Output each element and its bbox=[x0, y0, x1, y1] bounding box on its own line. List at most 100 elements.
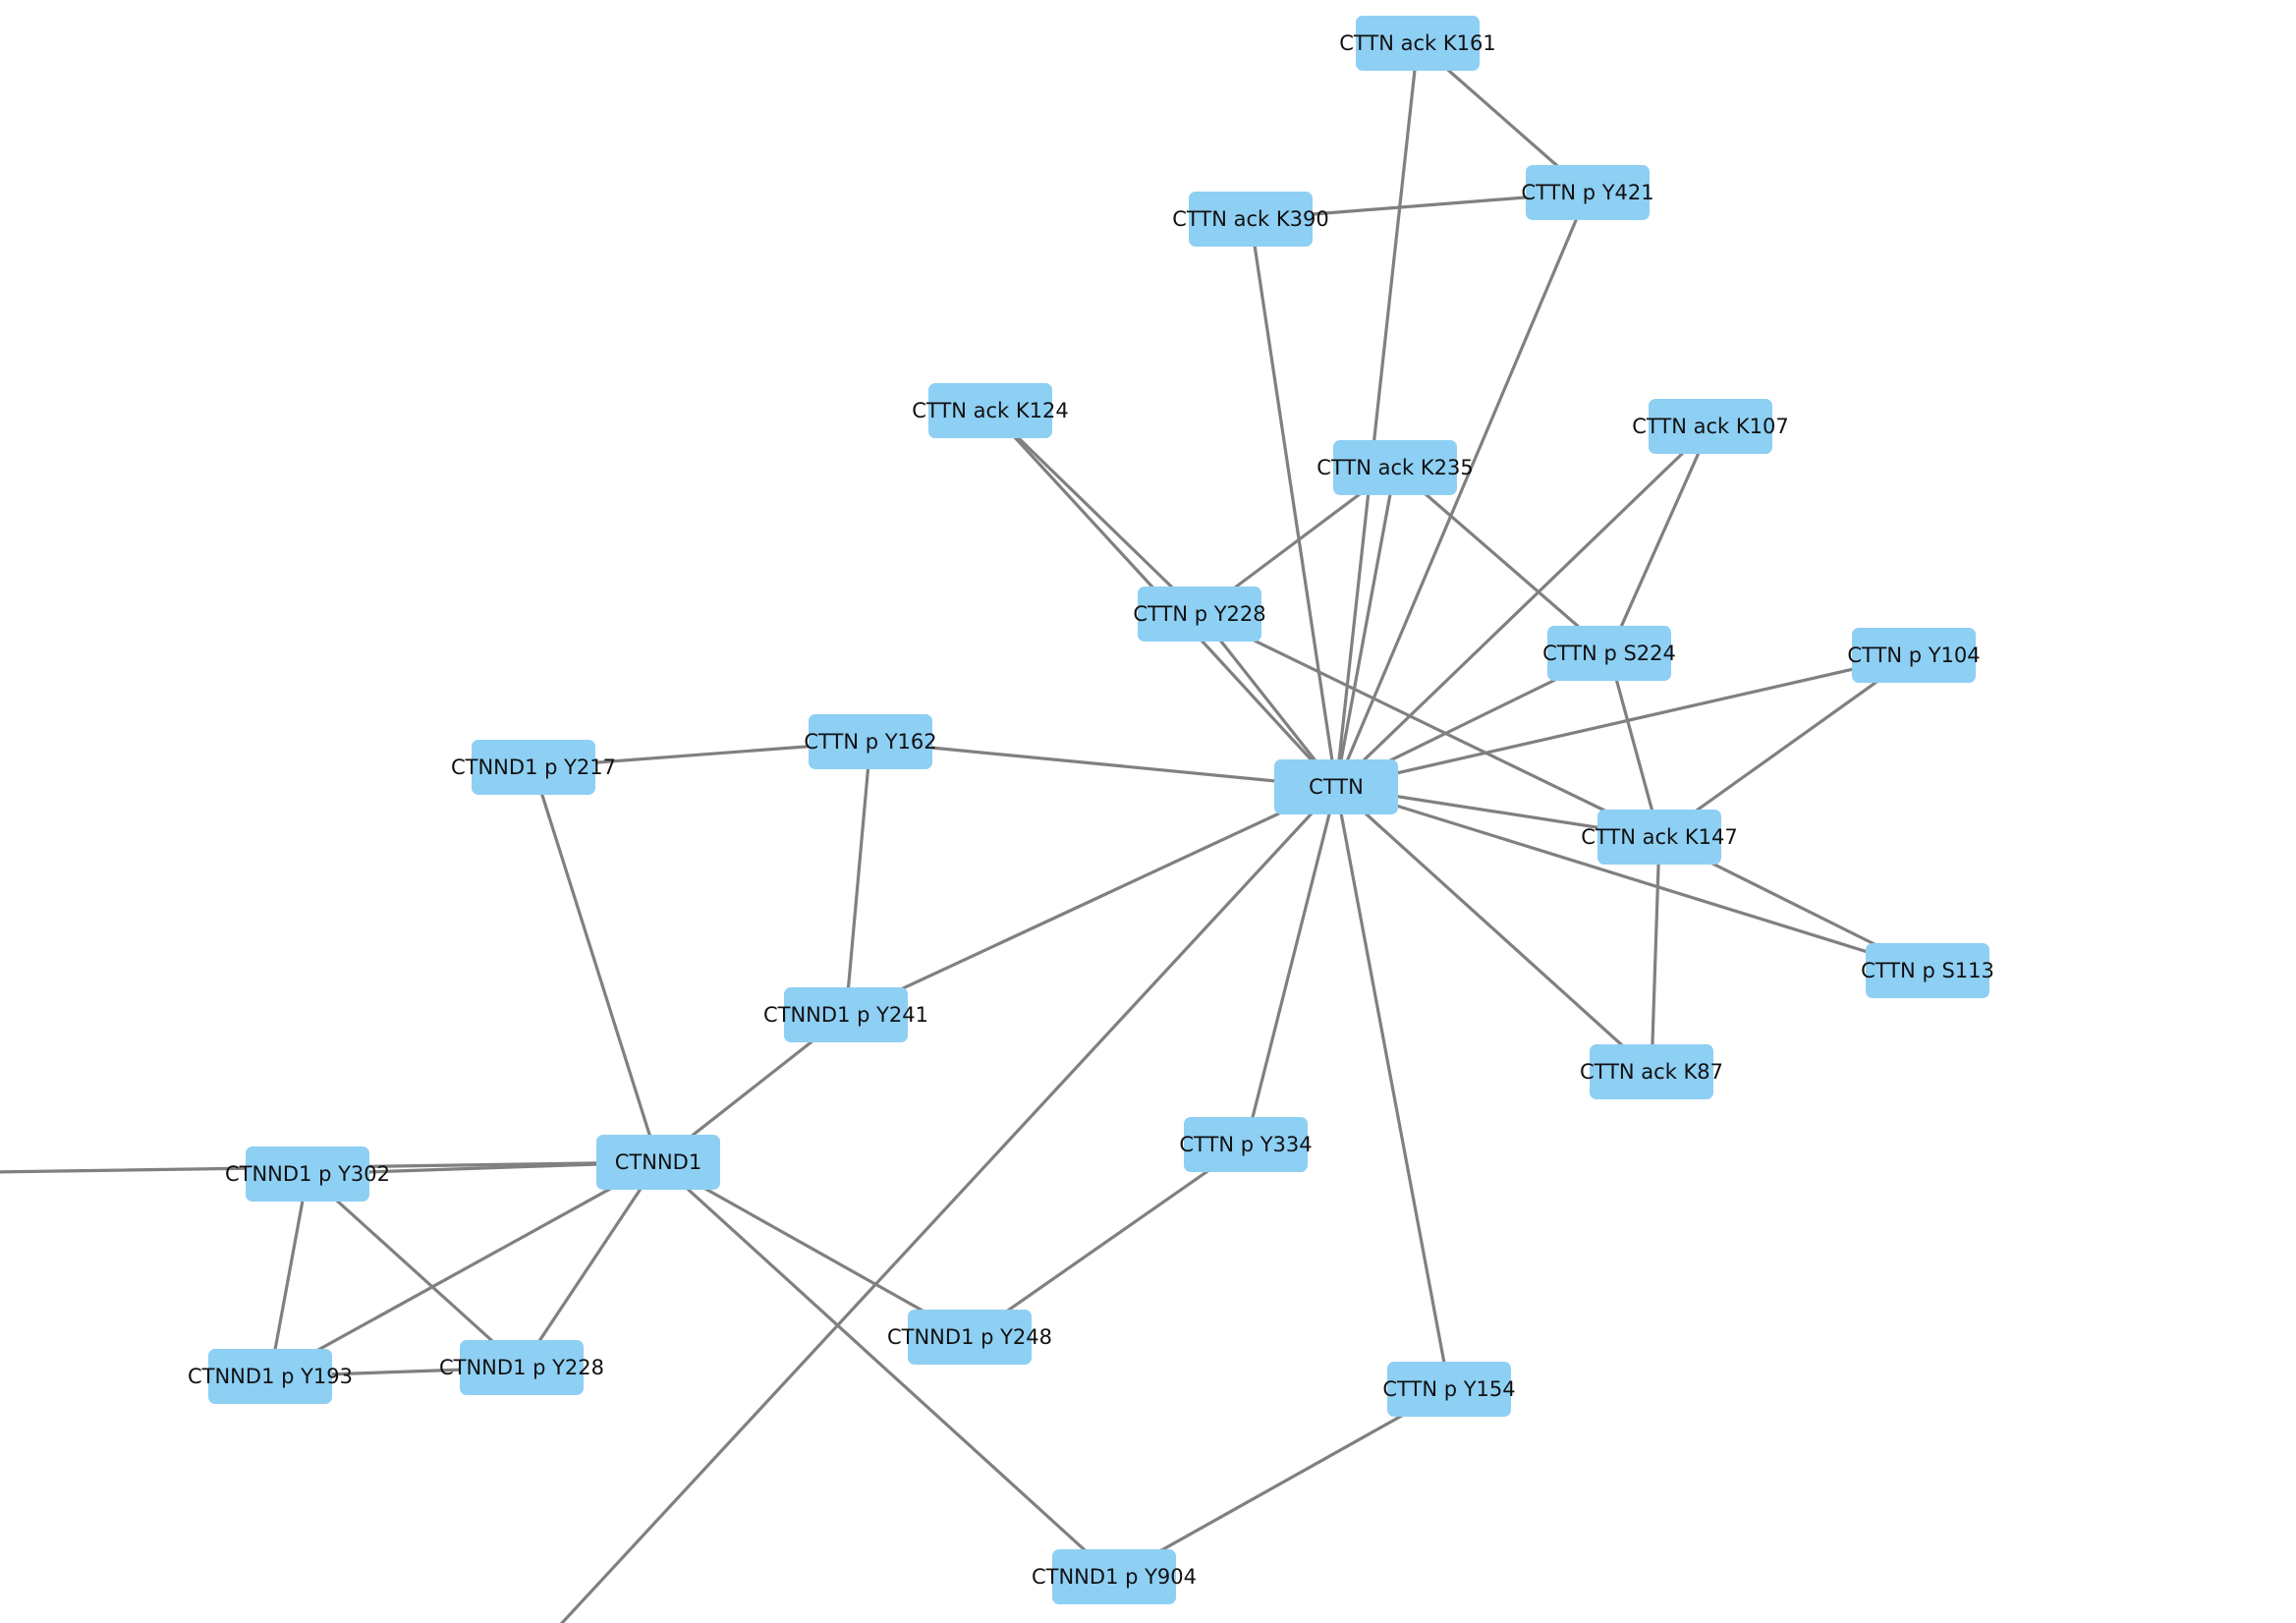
node-box[interactable] bbox=[1138, 587, 1261, 642]
node-cttn-ack-k147[interactable]: CTTN ack K147 bbox=[1581, 810, 1738, 865]
node-cttn[interactable]: CTTN bbox=[1274, 759, 1398, 814]
node-label: CTTN p Y154 bbox=[1382, 1377, 1515, 1401]
node-label: CTTN p Y334 bbox=[1179, 1133, 1312, 1156]
node-box[interactable] bbox=[1597, 810, 1721, 865]
node-cttn-ack-k161[interactable]: CTTN ack K161 bbox=[1339, 16, 1496, 71]
edge-cttn-cttn-p-y154 bbox=[1334, 785, 1451, 1391]
node-ctnnd1-p-y217[interactable]: CTNND1 p Y217 bbox=[451, 740, 616, 795]
edge-ctnnd1-p-y302-ctnnd1-p-y193 bbox=[268, 1172, 309, 1378]
node-label: CTTN ack K235 bbox=[1316, 456, 1473, 479]
edge-cttn-cttn-ack-k87 bbox=[1334, 785, 1653, 1074]
node-label: CTNND1 p Y302 bbox=[225, 1162, 390, 1186]
node-ctnnd1[interactable]: CTNND1 bbox=[596, 1135, 720, 1190]
edge-cttn-ctnnd1-p-y241 bbox=[844, 785, 1338, 1017]
node-label: CTNND1 bbox=[615, 1150, 701, 1174]
node-label: CTTN ack K147 bbox=[1581, 825, 1737, 849]
node-box[interactable] bbox=[1052, 1549, 1176, 1604]
node-label: CTNND1 p Y217 bbox=[451, 756, 616, 779]
node-box[interactable] bbox=[1866, 943, 1989, 998]
node-cttn-p-y334[interactable]: CTTN p Y334 bbox=[1179, 1117, 1313, 1172]
node-cttn-p-s113[interactable]: CTTN p S113 bbox=[1861, 943, 1994, 998]
node-box[interactable] bbox=[1274, 759, 1398, 814]
node-label: CTTN ack K87 bbox=[1580, 1060, 1723, 1084]
node-label: CTTN p Y162 bbox=[804, 730, 936, 754]
node-box[interactable] bbox=[1184, 1117, 1308, 1172]
node-ctnnd1-p-y193[interactable]: CTNND1 p Y193 bbox=[188, 1349, 353, 1404]
node-box[interactable] bbox=[1189, 192, 1313, 247]
edge-ctnnd1-p-y302-ctnnd1-p-y228 bbox=[306, 1172, 524, 1370]
node-label: CTTN bbox=[1309, 775, 1364, 799]
node-cttn-p-y228[interactable]: CTTN p Y228 bbox=[1133, 587, 1266, 642]
node-cttn-ack-k390[interactable]: CTTN ack K390 bbox=[1172, 192, 1329, 247]
node-label: CTNND1 p Y241 bbox=[763, 1003, 928, 1027]
edge-ctnnd1-ctnnd1-p-y228 bbox=[520, 1160, 660, 1370]
edge-ctnnd1-ctnnd1-p-y904 bbox=[656, 1160, 1116, 1579]
edge-ctnnd1-p-y217-ctnnd1 bbox=[532, 765, 660, 1164]
node-cttn-p-y154[interactable]: CTTN p Y154 bbox=[1382, 1362, 1516, 1417]
edge-cttn-p-y334-ctnnd1-p-y248 bbox=[968, 1143, 1248, 1339]
node-box[interactable] bbox=[1547, 626, 1671, 681]
edge-ctnnd1-ctnnd1-p-y248 bbox=[656, 1160, 972, 1339]
node-box[interactable] bbox=[1333, 440, 1457, 495]
node-cttn-p-y421[interactable]: CTTN p Y421 bbox=[1521, 165, 1654, 220]
node-cttn-p-y162[interactable]: CTTN p Y162 bbox=[804, 714, 937, 769]
edge-cttn-cttn-p-s113 bbox=[1334, 785, 1930, 973]
edge-cttn-ack-k390-cttn bbox=[1249, 217, 1338, 789]
node-box[interactable] bbox=[1852, 628, 1976, 683]
node-box[interactable] bbox=[784, 987, 908, 1042]
edge-cttn-ack-k107-cttn-p-s224 bbox=[1607, 424, 1712, 655]
node-cttn-ack-k87[interactable]: CTTN ack K87 bbox=[1580, 1044, 1723, 1099]
node-box[interactable] bbox=[472, 740, 595, 795]
node-label: CTTN ack K161 bbox=[1339, 31, 1495, 55]
node-ctnnd1-p-y228[interactable]: CTNND1 p Y228 bbox=[439, 1340, 604, 1395]
node-box[interactable] bbox=[1649, 399, 1772, 454]
edge-cttn-p-y228-cttn bbox=[1198, 612, 1338, 789]
edge-layer bbox=[0, 41, 1930, 1623]
node-ctnnd1-p-y241[interactable]: CTNND1 p Y241 bbox=[763, 987, 928, 1042]
edge-cttn-p-s224-cttn-ack-k147 bbox=[1607, 651, 1661, 839]
node-box[interactable] bbox=[809, 714, 932, 769]
node-box[interactable] bbox=[1526, 165, 1650, 220]
node-label: CTNND1 p Y248 bbox=[887, 1325, 1052, 1349]
edge-cttn-ack-k235-cttn-p-s224 bbox=[1393, 466, 1611, 655]
node-box[interactable] bbox=[1590, 1044, 1713, 1099]
node-cttn-p-s224[interactable]: CTTN p S224 bbox=[1542, 626, 1676, 681]
node-label: CTNND1 p Y193 bbox=[188, 1365, 353, 1388]
node-box[interactable] bbox=[246, 1147, 369, 1202]
node-label: CTTN p S224 bbox=[1542, 642, 1676, 665]
node-ctnnd1-p-y248[interactable]: CTNND1 p Y248 bbox=[887, 1310, 1052, 1365]
edge-ctnnd1-ctnnd1-p-y193 bbox=[268, 1160, 660, 1378]
edge-cttn-offscreen bbox=[559, 785, 1338, 1623]
edge-cttn-p-y162-ctnnd1-p-y241 bbox=[844, 740, 872, 1017]
node-box[interactable] bbox=[1356, 16, 1480, 71]
node-ctnnd1-p-y904[interactable]: CTNND1 p Y904 bbox=[1032, 1549, 1197, 1604]
node-label: CTNND1 p Y228 bbox=[439, 1356, 604, 1379]
edge-cttn-ack-k147-cttn-ack-k87 bbox=[1650, 835, 1661, 1074]
edge-cttn-p-y162-cttn bbox=[868, 740, 1338, 789]
node-box[interactable] bbox=[596, 1135, 720, 1190]
node-box[interactable] bbox=[928, 383, 1052, 438]
node-cttn-ack-k107[interactable]: CTTN ack K107 bbox=[1632, 399, 1789, 454]
node-box[interactable] bbox=[460, 1340, 584, 1395]
node-cttn-ack-k235[interactable]: CTTN ack K235 bbox=[1316, 440, 1474, 495]
node-label: CTTN p S113 bbox=[1861, 959, 1994, 982]
edge-cttn-p-y421-cttn bbox=[1334, 191, 1590, 789]
node-ctnnd1-p-y302[interactable]: CTNND1 p Y302 bbox=[225, 1147, 390, 1202]
node-box[interactable] bbox=[1387, 1362, 1511, 1417]
edge-cttn-p-y228-cttn-ack-k147 bbox=[1198, 612, 1661, 839]
edge-cttn-cttn-p-y334 bbox=[1244, 785, 1338, 1147]
node-box[interactable] bbox=[208, 1349, 332, 1404]
node-cttn-ack-k124[interactable]: CTTN ack K124 bbox=[912, 383, 1069, 438]
node-label: CTTN p Y421 bbox=[1521, 181, 1653, 204]
edge-cttn-ack-k107-cttn bbox=[1334, 424, 1712, 789]
edge-cttn-ack-k235-cttn bbox=[1334, 466, 1397, 789]
node-label: CTTN p Y228 bbox=[1133, 602, 1265, 626]
node-label: CTTN p Y104 bbox=[1847, 644, 1980, 667]
edge-cttn-p-y104-cttn-ack-k147 bbox=[1657, 653, 1916, 839]
edge-cttn-ack-k124-cttn-p-y228 bbox=[988, 409, 1202, 616]
node-box[interactable] bbox=[908, 1310, 1032, 1365]
node-cttn-p-y104[interactable]: CTTN p Y104 bbox=[1847, 628, 1981, 683]
node-label: CTNND1 p Y904 bbox=[1032, 1565, 1197, 1589]
